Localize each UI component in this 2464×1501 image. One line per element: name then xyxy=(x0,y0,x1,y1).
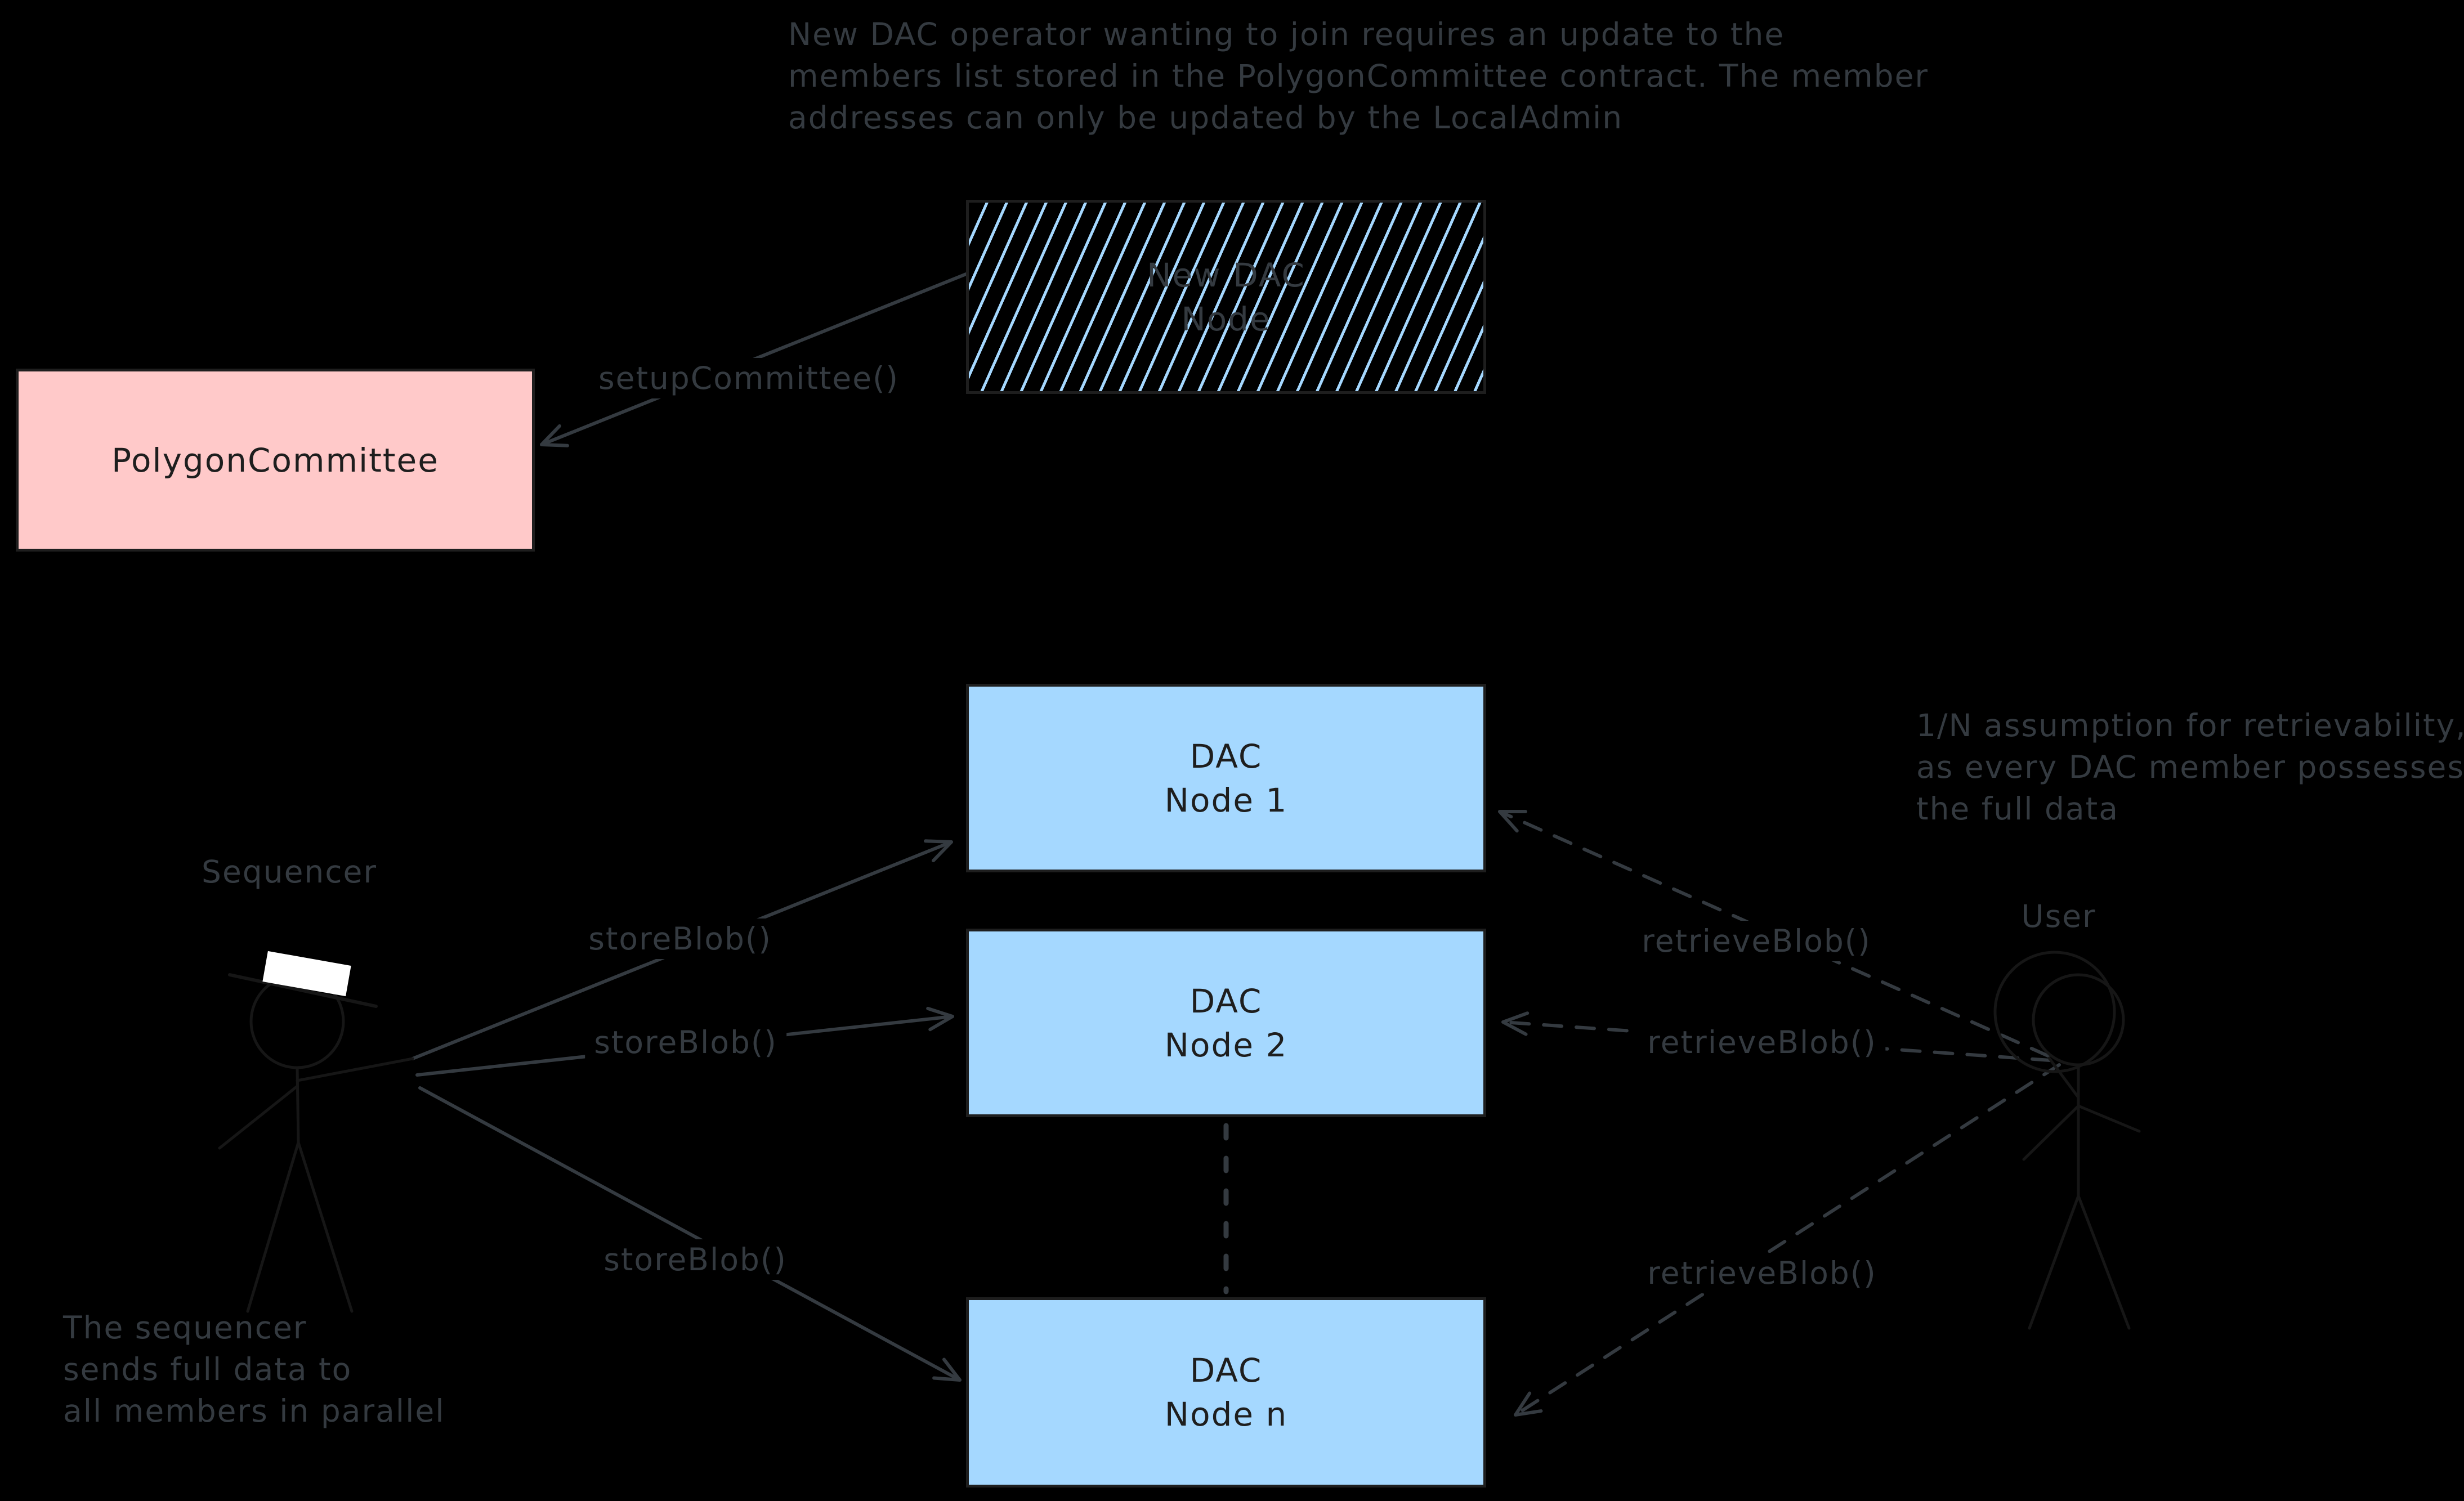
user-limb xyxy=(2028,1194,2080,1330)
edge-retrieve-blob-2-arrowhead xyxy=(1501,1011,1530,1036)
sequencer-limb xyxy=(296,1057,414,1082)
edge-store-blob-1-label: storeBlob() xyxy=(579,918,781,959)
edge-retrieve-blob-2-label: retrieveBlob() xyxy=(1638,1022,1886,1063)
user-label: User xyxy=(2021,898,2096,934)
edge-retrieve-blob-n xyxy=(1514,1063,2061,1417)
local-admin-note-line: members list stored in the PolygonCommit… xyxy=(788,58,1929,94)
box-polygon-committee: PolygonCommittee xyxy=(16,369,535,552)
local-admin-note-line: New DAC operator wanting to join require… xyxy=(788,16,1785,52)
retrievability-note: 1/N assumption for retrievability, as eve… xyxy=(1916,705,2464,830)
box-new-dac-node-label-line: New DAC xyxy=(1147,256,1305,294)
edge-store-blob-n-arrowhead xyxy=(932,1357,962,1382)
box-dac-node-1-label: DAC Node 1 xyxy=(1165,734,1288,822)
sequencer-limb xyxy=(296,1066,300,1144)
retrievability-note-line: 1/N assumption for retrievability, xyxy=(1916,707,2464,743)
box-dac-node-n-label: DAC Node n xyxy=(1165,1348,1288,1436)
sequencer-limb xyxy=(297,1141,354,1313)
box-dac-node-1: DAC Node 1 xyxy=(966,684,1486,872)
box-dac-node-1-label-line: Node 1 xyxy=(1164,781,1288,819)
box-dac-node-n-label-line: DAC xyxy=(1189,1351,1263,1390)
edge-store-blob-1-arrowhead xyxy=(924,839,953,863)
sequencer-hat xyxy=(262,951,351,997)
user-head xyxy=(2032,973,2125,1067)
retrievability-note-line: the full data xyxy=(1916,791,2119,827)
box-new-dac-node-label-line: Node xyxy=(1181,299,1271,338)
box-dac-node-1-label-line: DAC xyxy=(1189,737,1263,776)
sequencer-hat-brim xyxy=(228,973,378,1008)
sequencer-stick-figure-icon xyxy=(218,951,414,1313)
edge-retrieve-blob-n-label: retrieveBlob() xyxy=(1638,1253,1886,1293)
box-polygon-committee-label: PolygonCommittee xyxy=(111,438,439,482)
edge-store-blob-2-label: storeBlob() xyxy=(585,1022,786,1063)
user-stick-figure-icon xyxy=(1993,951,2141,1330)
edge-store-blob-2-arrowhead xyxy=(926,1006,954,1032)
box-dac-node-2-label-line: Node 2 xyxy=(1164,1025,1288,1064)
box-dac-node-2-label: DAC Node 2 xyxy=(1165,979,1288,1067)
box-dac-node-n-label-line: Node n xyxy=(1164,1395,1288,1433)
edge-retrieve-blob-1-label: retrieveBlob() xyxy=(1633,921,1880,961)
box-dac-node-2: DAC Node 2 xyxy=(966,929,1486,1117)
retrievability-note-line: as every DAC member possesses xyxy=(1916,749,2464,785)
box-dac-node-2-label-line: DAC xyxy=(1189,982,1263,1020)
local-admin-note-line: addresses can only be updated by the Loc… xyxy=(788,100,1624,136)
parallel-note-line: The sequencer xyxy=(63,1310,307,1346)
edge-retrieve-blob-n-arrowhead xyxy=(1514,1391,1543,1417)
box-new-dac-node: New DAC Node xyxy=(966,200,1486,394)
parallel-note-line: sends full data to xyxy=(63,1351,352,1387)
edge-retrieve-blob-1-arrowhead xyxy=(1498,809,1527,833)
sequencer-limb xyxy=(246,1141,300,1313)
sequencer-label: Sequencer xyxy=(202,854,377,890)
parallel-note-line: all members in parallel xyxy=(63,1393,445,1429)
user-limb xyxy=(2047,1056,2080,1099)
edge-setup-committee-arrowhead xyxy=(540,424,569,447)
sequencer-limb xyxy=(218,1085,299,1150)
user-limb xyxy=(2022,1104,2080,1161)
user-limb xyxy=(2077,1194,2131,1330)
user-limb xyxy=(2077,1104,2141,1133)
box-dac-node-n: DAC Node n xyxy=(966,1297,1486,1487)
parallel-note: The sequencer sends full data to all membe… xyxy=(63,1307,445,1432)
box-polygon-committee-label-line: PolygonCommittee xyxy=(111,441,439,480)
box-new-dac-node-label: New DAC Node xyxy=(1147,253,1305,341)
edge-setup-committee-label: setupCommittee() xyxy=(589,358,909,398)
edge-store-blob-n xyxy=(418,1086,962,1382)
local-admin-note: New DAC operator wanting to join require… xyxy=(788,14,1929,138)
edge-store-blob-n-label: storeBlob() xyxy=(594,1239,796,1280)
user-hair xyxy=(1993,951,2116,1073)
